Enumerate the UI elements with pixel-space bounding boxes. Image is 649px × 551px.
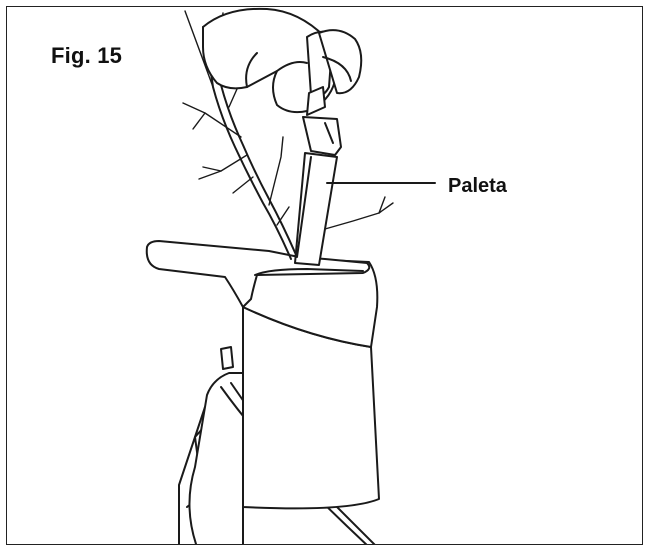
plunger <box>294 29 363 266</box>
callout-label-paleta: Paleta <box>448 175 507 197</box>
shredder-body <box>145 240 380 544</box>
figure-label: Fig. 15 <box>51 43 123 68</box>
shredder-illustration <box>145 7 436 544</box>
figure-frame: Fig. 15 Paleta <box>6 6 643 545</box>
